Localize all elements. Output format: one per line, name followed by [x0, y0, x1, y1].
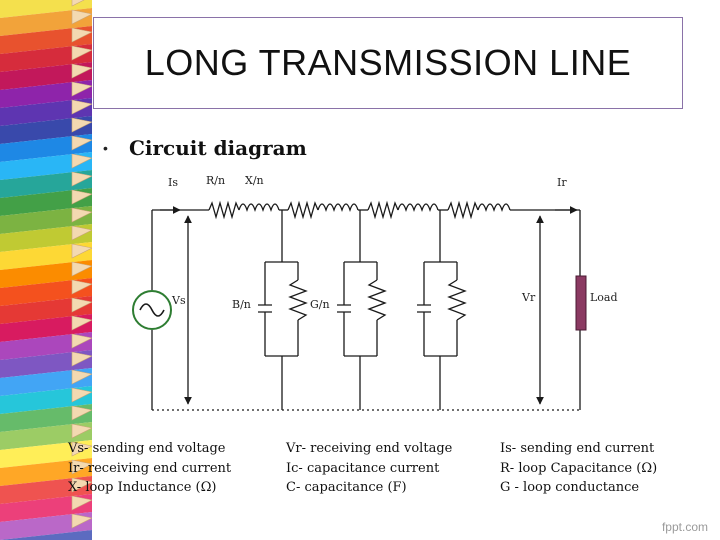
legend-item: Vr- receiving end voltage — [286, 441, 453, 456]
legend-column-1: Vs- sending end voltage Ir- receiving en… — [68, 439, 231, 498]
resistor-icon — [447, 200, 479, 220]
pencil-stripes — [0, 0, 92, 540]
legend-item: Vs- sending end voltage — [68, 441, 226, 456]
legend-item: G - loop conductance — [500, 480, 640, 495]
resistor-icon — [208, 200, 240, 220]
pencil-border-decoration — [0, 0, 92, 540]
label-bn: B/n — [232, 298, 251, 311]
legend-item: R- loop Capacitance (Ω) — [500, 460, 658, 476]
inductor-icon — [317, 203, 359, 213]
legend-column-3: Is- sending end current R- loop Capacita… — [500, 439, 657, 498]
resistor-icon — [447, 279, 467, 321]
legend-item: C- capacitance (F) — [286, 480, 407, 495]
bullet-item: • Circuit diagram — [103, 136, 307, 160]
label-load: Load — [590, 291, 618, 304]
legend-item: Ic- capacitance current — [286, 460, 440, 476]
bullet-text: Circuit diagram — [129, 136, 307, 160]
label-ir: Ir — [557, 176, 567, 189]
load-icon — [575, 275, 587, 331]
resistor-icon — [288, 279, 308, 321]
label-rn: R/n — [206, 174, 226, 187]
shunt-branch-3 — [417, 210, 467, 410]
inductor-icon — [238, 203, 280, 213]
bullet-marker: • — [103, 140, 108, 156]
label-is: Is — [168, 176, 178, 189]
inductor-icon — [477, 203, 511, 213]
legend-item: Ir- receiving end current — [68, 460, 232, 476]
ac-source-icon — [132, 290, 172, 330]
legend-item: X- loop Inductance (Ω) — [68, 480, 217, 495]
title-box: LONG TRANSMISSION LINE — [93, 17, 683, 109]
label-vr: Vr — [522, 291, 536, 304]
legend-column-2: Vr- receiving end voltage Ic- capacitanc… — [286, 439, 452, 498]
capacitor-icon — [337, 304, 351, 313]
label-xn: X/n — [245, 174, 264, 187]
shunt-branch-2 — [337, 210, 387, 410]
slide-title: LONG TRANSMISSION LINE — [144, 42, 632, 83]
resistor-icon — [367, 279, 387, 321]
series-impedance-string — [208, 200, 511, 220]
pencil-tips — [71, 0, 92, 529]
watermark: fppt.com — [661, 520, 708, 534]
shunt-branch-1 — [258, 210, 308, 410]
capacitor-icon — [258, 304, 272, 313]
label-vs: Vs — [172, 294, 186, 307]
resistor-icon — [287, 200, 319, 220]
capacitor-icon — [417, 304, 431, 313]
label-gn: G/n — [310, 298, 330, 311]
inductor-icon — [397, 203, 439, 213]
resistor-icon — [367, 200, 399, 220]
legend-item: Is- sending end current — [500, 441, 655, 456]
